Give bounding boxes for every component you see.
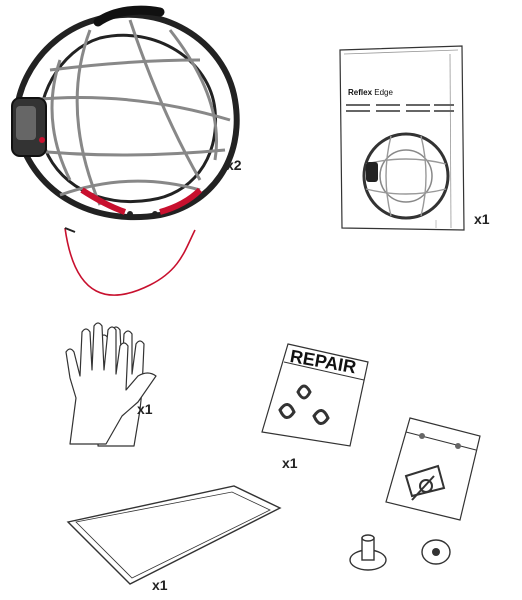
repair-bag-quantity: x1 [282,455,298,471]
manual-model: Edge [374,88,393,97]
snow-chain-quantity: x2 [226,157,242,173]
gloves-illustration [65,322,157,447]
manual-brand: Reflex [348,88,373,97]
small-parts-bag [385,417,481,521]
chain-hub-parts [349,534,451,571]
repair-bag: REPAIR [254,340,374,450]
manual-booklet: Reflex Edge [336,44,466,232]
manual-quantity: x1 [474,211,490,227]
manual-title: Reflex Edge [348,88,393,97]
kneeling-mat [66,485,282,585]
mat-quantity: x1 [152,577,168,593]
snow-chain-illustration [11,5,240,296]
gloves-quantity: x1 [137,401,153,417]
